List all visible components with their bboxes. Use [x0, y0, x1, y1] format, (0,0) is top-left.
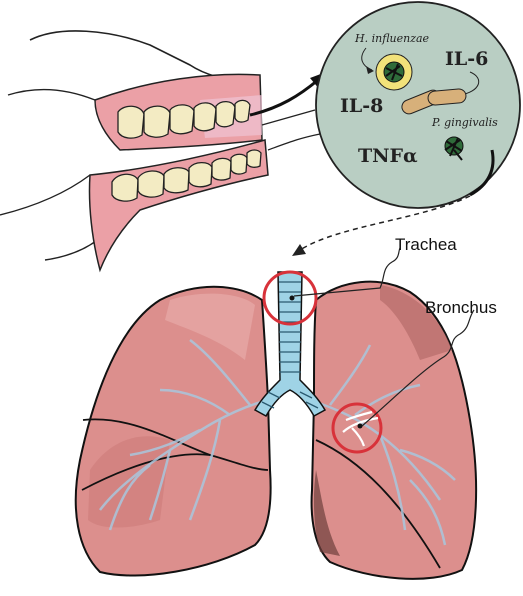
left-lung	[312, 282, 477, 579]
lungs-illustration	[76, 272, 476, 579]
label-h-influenzae: H. influenzae	[354, 32, 430, 45]
label-il8: IL-8	[340, 95, 383, 117]
label-il6: IL-6	[445, 48, 488, 70]
label-bronchus: Bronchus	[425, 298, 497, 317]
h-influenzae-bacterium	[376, 54, 412, 90]
label-tnf-alpha: TNFα	[358, 145, 418, 167]
label-trachea: Trachea	[395, 235, 457, 254]
mouth-illustration	[0, 31, 320, 270]
inflammation-circle: H. influenzae IL-6 IL-8 P. gingivalis TN…	[316, 2, 520, 208]
label-p-gingivalis: P. gingivalis	[431, 116, 498, 129]
